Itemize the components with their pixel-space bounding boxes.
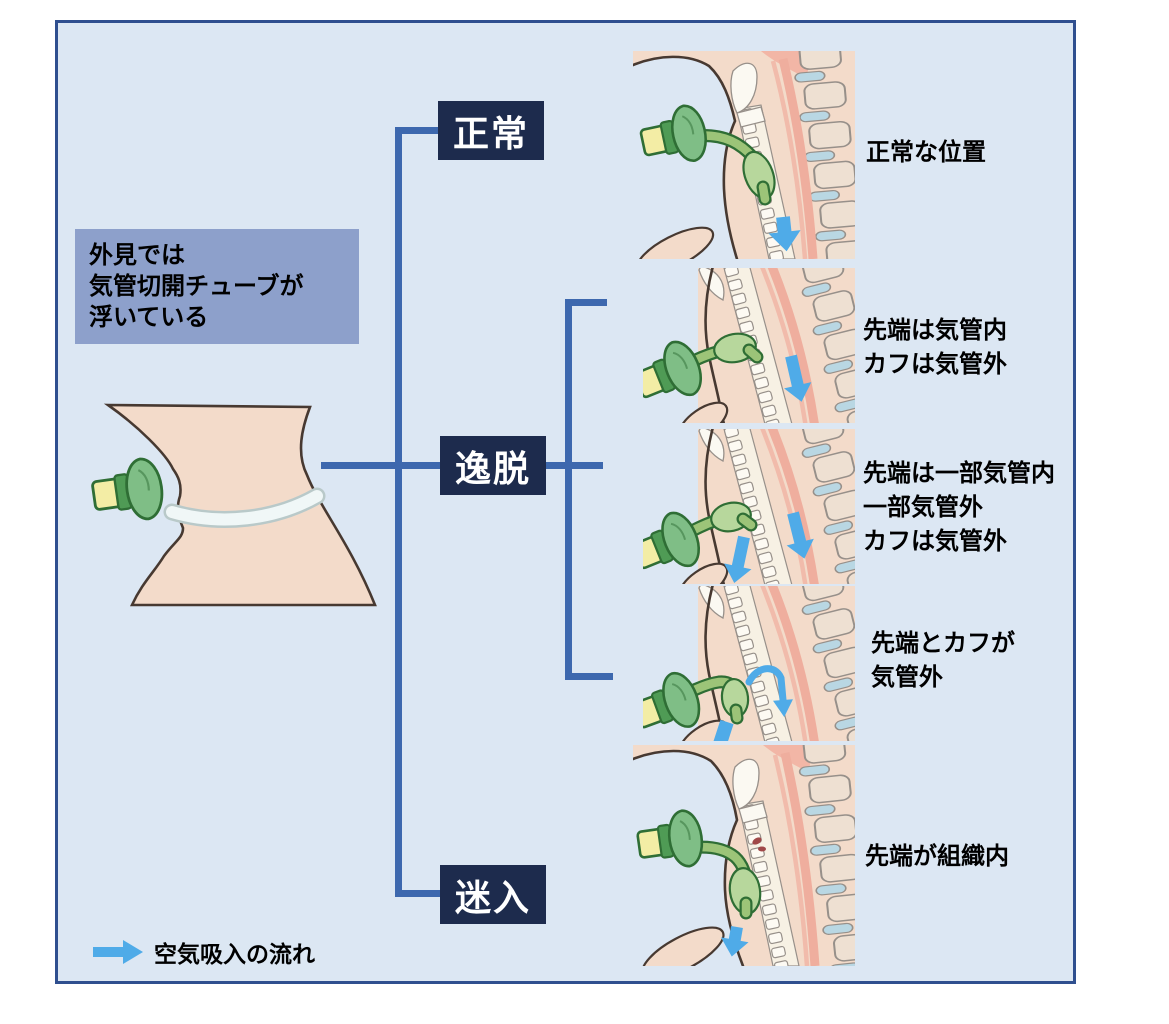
tracheostomy-tube-icon <box>633 807 762 920</box>
tracheostomy-tube-icon <box>643 666 750 741</box>
branch-stub-migration <box>398 890 443 897</box>
case-label-tip-cuff-out: 先端とカフが 気管外 <box>871 629 1015 691</box>
case-illustration-normal <box>633 51 855 259</box>
main-branch-line <box>395 127 402 897</box>
diagram-panel: 外見では 気管切開チューブが 浮いている 正常 逸脱 迷入 <box>55 20 1076 984</box>
bracket-stub-top <box>565 299 607 306</box>
note-box: 外見では 気管切開チューブが 浮いている <box>75 229 359 344</box>
branch-node-migration: 迷入 <box>440 865 546 924</box>
tracheostomy-tube-icon <box>635 101 776 206</box>
case-label-normal: 正常な位置 <box>866 138 986 166</box>
case-illustration-tip-in-tissue <box>633 745 855 966</box>
case-label-tip-in-cuff-out: 先端は気管内 カフは気管外 <box>863 316 1007 378</box>
neck-exterior-illustration <box>88 403 377 607</box>
branch-node-deviation-label: 逸脱 <box>454 448 531 490</box>
tracheostomy-tube-icon <box>643 501 758 584</box>
case-label-tip-in-tissue: 先端が組織内 <box>865 842 1009 870</box>
tracheostomy-tube-icon <box>643 332 764 414</box>
bracket-stub-bottom <box>565 673 613 680</box>
note-line: 外見では <box>89 241 185 269</box>
deviation-bracket-line <box>565 299 572 680</box>
deviation-right-line <box>546 462 603 469</box>
branch-node-normal: 正常 <box>438 101 544 160</box>
note-line: 気管切開チューブが <box>89 272 304 300</box>
legend: 空気吸入の流れ <box>93 935 315 969</box>
air-flow-arrow-icon <box>93 940 143 964</box>
case-label-tip-partial: 先端は一部気管内 一部気管外 カフは気管外 <box>863 459 1055 555</box>
case-illustration-tip-cuff-out <box>643 586 855 741</box>
case-illustration-tip-partial <box>643 429 855 584</box>
tracheostomy-tube-icon <box>88 455 167 528</box>
branch-node-normal-label: 正常 <box>452 113 529 155</box>
branch-stub-normal <box>398 127 443 134</box>
legend-label: 空気吸入の流れ <box>154 942 315 968</box>
air-flow-arrow-icon <box>745 665 787 704</box>
case-illustration-tip-in-cuff-out <box>643 268 855 423</box>
neck-to-deviation-line <box>321 462 441 469</box>
branch-node-migration-label: 迷入 <box>454 877 531 919</box>
note-line: 浮いている <box>89 303 209 331</box>
branch-node-deviation: 逸脱 <box>440 436 546 495</box>
